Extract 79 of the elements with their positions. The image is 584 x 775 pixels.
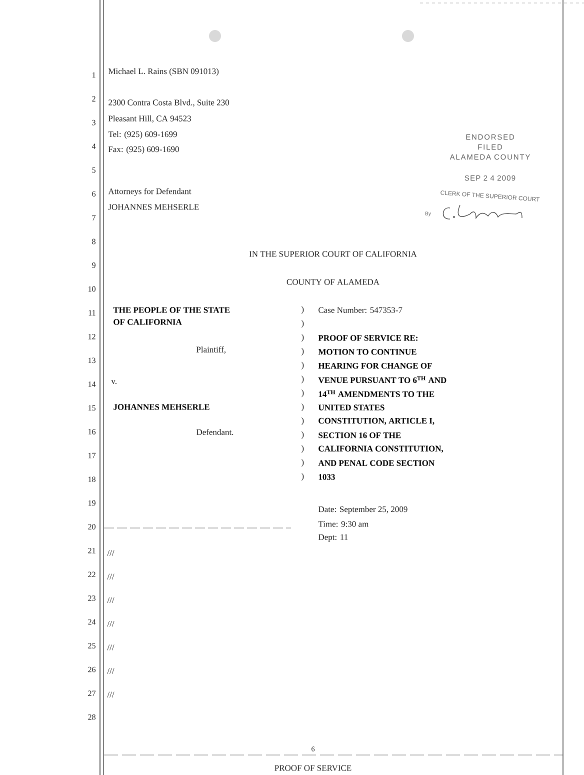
text-line: /// (107, 550, 114, 556)
text-line: ) (301, 459, 304, 467)
text-line: MOTION TO CONTINUE (318, 349, 416, 355)
text-line: Fax: (925) 609-1690 (108, 146, 179, 154)
text-line: /// (107, 620, 114, 627)
text-line: /// (107, 597, 114, 604)
line-number: 22 (88, 572, 96, 578)
line-number: 26 (88, 666, 96, 672)
text-line: Dept: 11 (318, 534, 348, 542)
text-line: ) (301, 445, 304, 453)
text-line: CALIFORNIA CONSTITUTION, (318, 446, 444, 453)
text-line: /// (107, 668, 114, 674)
line-number: 12 (88, 334, 96, 340)
text-line: 2300 Contra Costa Blvd., Suite 230 (108, 99, 229, 107)
line-number: 28 (88, 714, 96, 720)
text-line: PROOF OF SERVICE RE: (318, 335, 418, 341)
line-number: 19 (88, 500, 96, 506)
text-line: JOHANNES MEHSERLE (108, 204, 199, 210)
line-number: 23 (88, 596, 96, 601)
line-number: 4 (92, 144, 96, 149)
line-number: 15 (88, 405, 96, 411)
line-number: 5 (92, 167, 96, 173)
line-number: 13 (88, 358, 96, 364)
line-number: 1 (92, 72, 96, 78)
text-line: /// (107, 692, 114, 698)
text-line: Plaintiff, (196, 346, 226, 354)
line-number: 20 (88, 524, 96, 530)
text-line: ) (301, 320, 304, 328)
text-line: ) (301, 348, 304, 356)
line-number: 16 (88, 429, 96, 434)
text-line: v. (111, 380, 116, 384)
line-number: 21 (88, 548, 96, 554)
text-line: COUNTY OF ALAMEDA (286, 279, 380, 285)
text-line: Case Number: 547353-7 (318, 307, 402, 314)
text-line: ) (301, 390, 304, 398)
text-line: /// (107, 644, 114, 650)
text-line: PROOF OF SERVICE (274, 765, 352, 771)
text-line: JOHANNES MEHSERLE (114, 404, 210, 410)
text-line: Date: September 25, 2009 (318, 506, 408, 514)
text-line: Tel: (925) 609-1699 (108, 131, 177, 139)
line-number: 6 (92, 191, 96, 197)
line-number: 14 (88, 381, 96, 387)
text-line: IN THE SUPERIOR COURT OF CALIFORNIA (249, 251, 417, 257)
text-line: ) (301, 417, 304, 426)
text-line: ) (301, 403, 304, 412)
text-line: ) (301, 362, 304, 370)
text-line: Defendant. (196, 428, 234, 436)
text-line: Time: 9:30 am (318, 521, 369, 527)
line-number: 9 (92, 262, 96, 268)
text-line: ) (301, 376, 304, 384)
line-number: 2 (92, 96, 96, 102)
text-line: AND PENAL CODE SECTION (318, 460, 434, 466)
text-line: ) (301, 334, 304, 342)
text-line: THE PEOPLE OF THE STATE (113, 307, 230, 313)
line-number: 7 (92, 215, 96, 220)
line-number: 10 (88, 286, 96, 292)
text-line: 14$^{TH}$ AMENDMENTS TO THE (318, 390, 434, 397)
text-line: HEARING FOR CHANGE OF (318, 362, 432, 369)
text-line: SECTION 16 OF THE (318, 432, 401, 438)
text-line: Michael L. Rains (SBN 091013) (108, 68, 219, 76)
text-line: /// (107, 574, 114, 580)
line-number: 27 (88, 690, 96, 696)
text-line: OF CALIFORNIA (114, 319, 182, 325)
text-line: VENUE PURSUANT TO 6$^{TH}$ AND (318, 376, 446, 384)
line-number: 11 (88, 310, 96, 316)
line-number: 25 (88, 643, 96, 648)
line-number: 17 (88, 452, 96, 458)
text-line: ) (301, 306, 304, 314)
line-number: 3 (92, 120, 96, 126)
text-line: ) (301, 431, 304, 439)
text-line: ) (301, 472, 304, 481)
line-number: 24 (88, 619, 96, 625)
text-line: CONSTITUTION, ARTICLE I, (318, 418, 434, 425)
line-number: 8 (92, 238, 96, 244)
text-line: 1033 (318, 474, 335, 480)
line-number: 18 (88, 476, 96, 482)
text-line: Pleasant Hill, CA 94523 (108, 115, 191, 123)
text-line: UNITED STATES (318, 404, 384, 410)
text-line: Attorneys for Defendant (108, 188, 192, 196)
